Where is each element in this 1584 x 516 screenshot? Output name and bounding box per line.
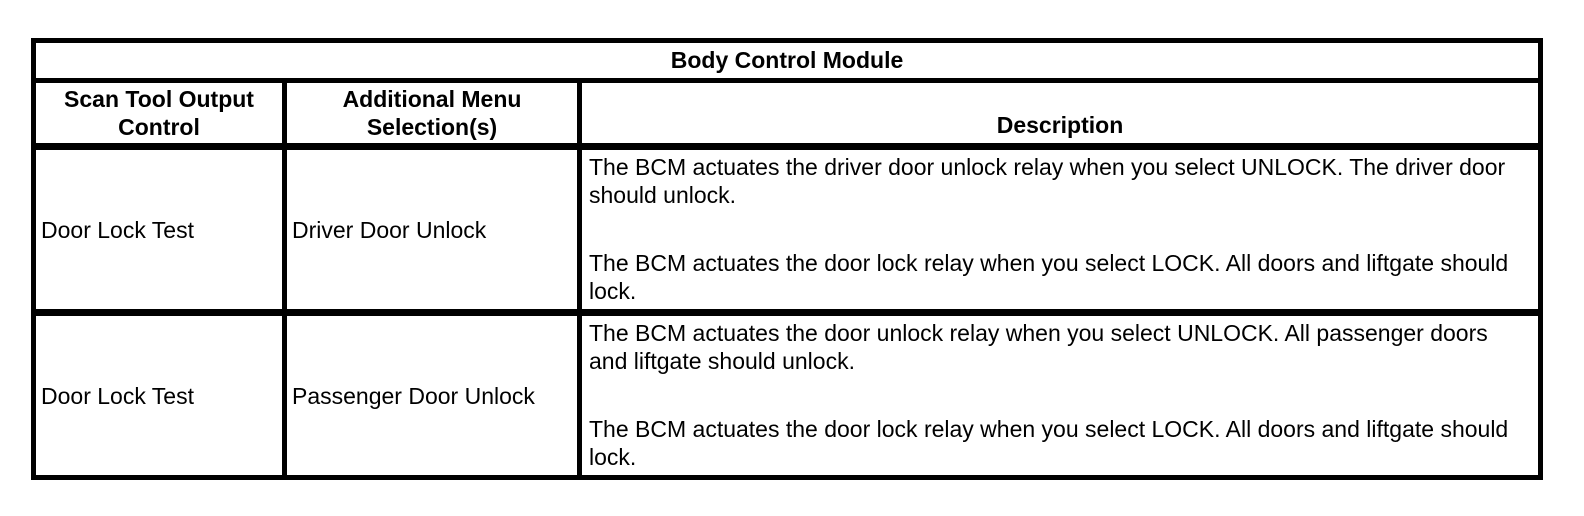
cell-scan-tool-output-control: Door Lock Test: [31, 309, 287, 480]
description-paragraph: The BCM actuates the driver door unlock …: [589, 154, 1506, 208]
cell-additional-menu-selection: Passenger Door Unlock: [282, 309, 582, 480]
cell-additional-menu-selection: Driver Door Unlock: [282, 143, 582, 315]
bcm-table: Body Control Module Scan Tool Output Con…: [31, 38, 1543, 480]
table-row-driver-door-unlock: Door Lock Test Driver Door Unlock The BC…: [31, 143, 1543, 315]
cell-scan-tool-output-control: Door Lock Test: [31, 143, 287, 315]
description-paragraph: The BCM actuates the door lock relay whe…: [589, 416, 1509, 470]
cell-description: The BCM actuates the door unlock relay w…: [577, 309, 1543, 480]
table-title-row: Body Control Module: [31, 38, 1543, 83]
description-paragraph: The BCM actuates the door lock relay whe…: [589, 250, 1509, 304]
column-header-description: Description: [577, 78, 1543, 150]
cell-description: The BCM actuates the driver door unlock …: [577, 143, 1543, 315]
table-row-passenger-door-unlock: Door Lock Test Passenger Door Unlock The…: [31, 309, 1543, 480]
table-title: Body Control Module: [31, 38, 1543, 83]
description-paragraph: The BCM actuates the door unlock relay w…: [589, 320, 1488, 374]
table-header-row: Scan Tool Output Control Additional Menu…: [31, 78, 1543, 150]
column-header-additional-menu-selections: Additional Menu Selection(s): [282, 78, 582, 150]
column-header-scan-tool-output-control: Scan Tool Output Control: [31, 78, 287, 150]
